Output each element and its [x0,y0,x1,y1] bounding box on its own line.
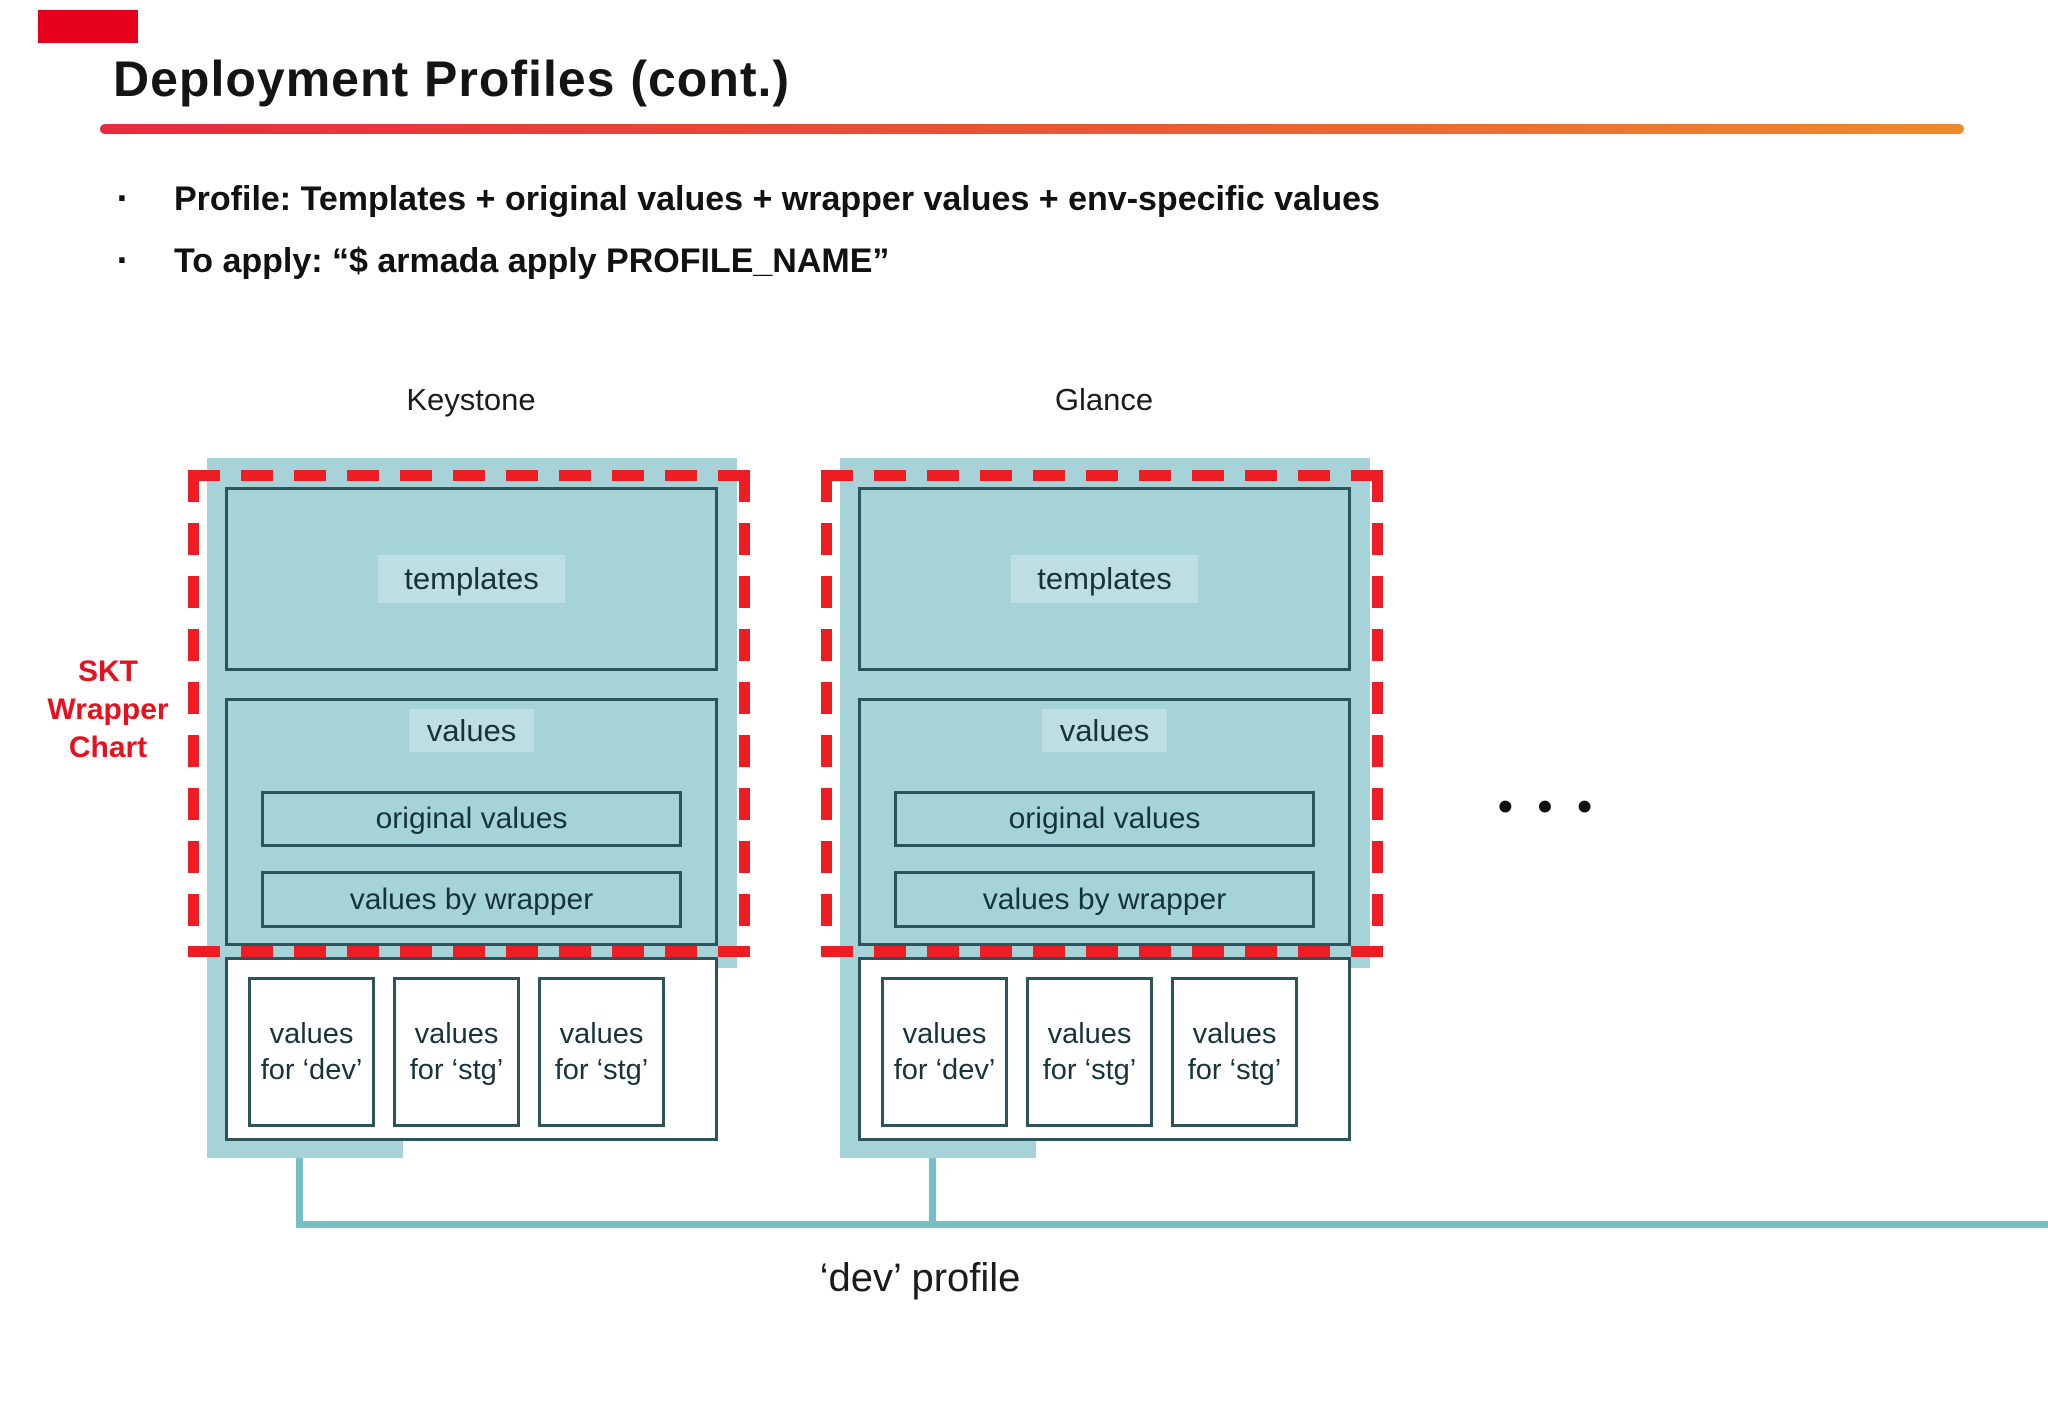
glance-env-box-stg1: values for ‘stg’ [1026,977,1153,1127]
dev-profile-bus-line [296,1221,2048,1228]
glance-env-values-container: values for ‘dev’ values for ‘stg’ values… [858,957,1351,1141]
glance-values-by-wrapper-box: values by wrapper [894,871,1315,928]
more-services-ellipsis: • • • [1497,782,1599,831]
glance-chart-background [840,458,1370,968]
values-by-wrapper-label: values by wrapper [982,882,1227,916]
keystone-chart-background [207,458,737,968]
bullet-text: To apply: “$ armada apply PROFILE_NAME” [174,241,890,280]
keystone-env-values-container: values for ‘dev’ values for ‘stg’ values… [225,957,718,1141]
bullet-item: · Profile: Templates + original values +… [108,168,1380,230]
keystone-values-box: values original values values by wrapper [225,698,718,946]
page-title: Deployment Profiles (cont.) [113,51,791,107]
glance-env-box-stg2: values for ‘stg’ [1171,977,1298,1127]
values-by-wrapper-label: values by wrapper [349,882,594,916]
values-title: values [228,709,715,752]
values-label: values [408,709,535,752]
bullet-item: · To apply: “$ armada apply PROFILE_NAME… [108,230,1380,292]
templates-label: templates [1011,555,1198,603]
keystone-dev-connector-line [296,1158,303,1228]
column-label-glance: Glance [1054,382,1154,417]
original-values-label: original values [1008,802,1201,835]
keystone-env-box-stg1: values for ‘stg’ [393,977,520,1127]
skt-wrapper-chart-line: SKT [78,655,138,688]
brand-corner-mark [38,10,138,43]
dev-profile-caption: ‘dev’ profile [819,1256,1021,1300]
skt-wrapper-chart-line: Wrapper [47,693,169,726]
skt-wrapper-chart-line: Chart [68,731,148,764]
keystone-values-by-wrapper-box: values by wrapper [261,871,682,928]
skt-wrapper-chart-label: SKT Wrapper Chart [26,653,190,767]
keystone-env-box-stg2: values for ‘stg’ [538,977,665,1127]
column-label-keystone: Keystone [406,382,536,417]
keystone-env-box-dev: values for ‘dev’ [248,977,375,1127]
bullet-text: Profile: Templates + original values + w… [174,179,1380,218]
original-values-label: original values [375,802,568,835]
bullet-glyph: · [116,239,130,282]
glance-env-box-dev: values for ‘dev’ [881,977,1008,1127]
values-label: values [1041,709,1168,752]
title-underline [100,124,1964,134]
keystone-original-values-box: original values [261,791,682,847]
bullet-glyph: · [116,177,130,220]
glance-values-box: values original values values by wrapper [858,698,1351,946]
values-title: values [861,709,1348,752]
glance-templates-box: templates [858,487,1351,671]
glance-original-values-box: original values [894,791,1315,847]
templates-label: templates [378,555,565,603]
keystone-templates-box: templates [225,487,718,671]
bullet-list: · Profile: Templates + original values +… [108,168,1380,292]
glance-dev-connector-line [929,1158,936,1228]
